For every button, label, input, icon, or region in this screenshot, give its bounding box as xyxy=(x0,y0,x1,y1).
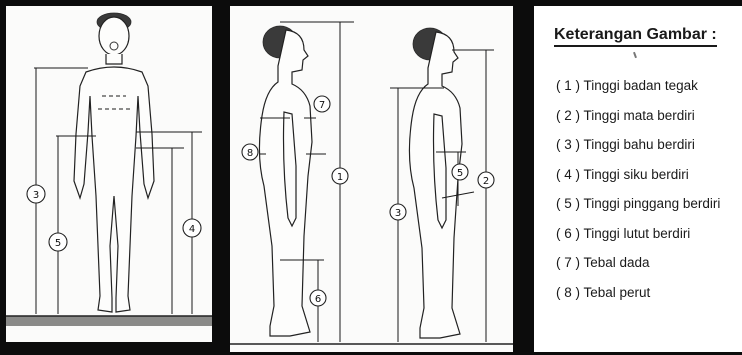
legend-item-6: ( 6 ) Tinggi lutut berdiri xyxy=(556,224,720,254)
legend-item-8: ( 8 ) Tebal perut xyxy=(556,283,720,313)
side-view-panel: 7 8 1 6 3 5 xyxy=(230,6,513,352)
legend-item-1: ( 1 ) Tinggi badan tegak xyxy=(556,76,720,106)
legend-item-5: ( 5 ) Tinggi pinggang berdiri xyxy=(556,194,720,224)
marker-8: 8 xyxy=(242,144,258,160)
svg-text:3: 3 xyxy=(395,208,401,219)
marker-5: 5 xyxy=(49,233,67,251)
side-body-outline-left xyxy=(259,26,312,336)
marker-2: 2 xyxy=(478,172,494,188)
marker-3: 3 xyxy=(27,185,45,203)
svg-text:8: 8 xyxy=(247,148,253,159)
side-view-figure: 7 8 1 6 3 5 xyxy=(230,6,513,352)
svg-text:5: 5 xyxy=(457,168,463,179)
svg-text:1: 1 xyxy=(337,172,343,183)
front-view-panel: 3 5 4 xyxy=(6,6,212,342)
side-body-outline-right xyxy=(409,28,462,338)
legend-list: ( 1 ) Tinggi badan tegak ( 2 ) Tinggi ma… xyxy=(556,76,720,312)
legend-item-7: ( 7 ) Tebal dada xyxy=(556,253,720,283)
svg-text:6: 6 xyxy=(315,294,321,305)
svg-text:4: 4 xyxy=(189,224,195,235)
legend-item-2: ( 2 ) Tinggi mata berdiri xyxy=(556,106,720,136)
legend-panel: Keterangan Gambar : ( 1 ) Tinggi badan t… xyxy=(534,6,742,352)
legend-item-3: ( 3 ) Tinggi bahu berdiri xyxy=(556,135,720,165)
svg-text:3: 3 xyxy=(33,190,39,201)
tick-mark xyxy=(633,52,637,58)
legend-title: Keterangan Gambar : xyxy=(554,26,717,47)
svg-text:7: 7 xyxy=(319,100,325,111)
marker-6: 6 xyxy=(310,290,326,306)
svg-text:5: 5 xyxy=(55,238,61,249)
marker-7: 7 xyxy=(314,96,330,112)
marker-3-side: 3 xyxy=(390,204,406,220)
marker-5-side: 5 xyxy=(452,164,468,180)
front-view-figure: 3 5 4 xyxy=(6,6,212,342)
marker-1: 1 xyxy=(332,168,348,184)
legend-item-4: ( 4 ) Tinggi siku berdiri xyxy=(556,165,720,195)
marker-4: 4 xyxy=(183,219,201,237)
ground-hatch xyxy=(6,316,212,326)
front-body-outline xyxy=(74,13,154,312)
svg-text:2: 2 xyxy=(483,176,489,187)
